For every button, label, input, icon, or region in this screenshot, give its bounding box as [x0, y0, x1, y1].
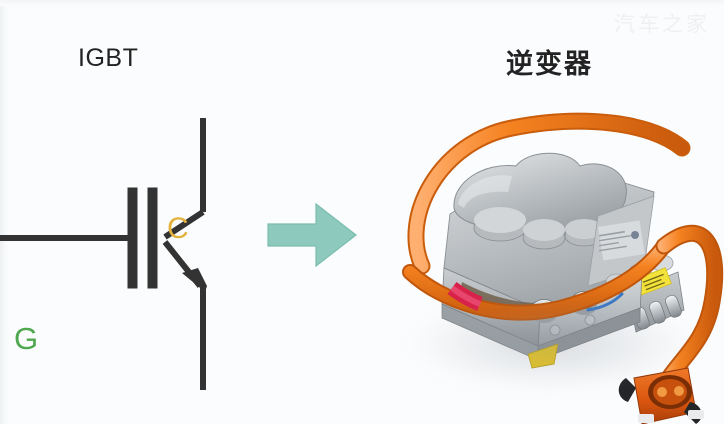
terminal-label-gate: G [14, 321, 39, 356]
right-arrow-svg [267, 202, 357, 268]
hv-connector-plug [618, 367, 704, 424]
right-arrow-icon [266, 202, 358, 268]
watermark: 汽车之家 [614, 12, 710, 36]
inverter-product-photo [392, 96, 724, 424]
aluminum-lobed-cover [453, 152, 627, 250]
igbt-symbol-svg [0, 118, 207, 390]
top-edge-vignette [0, 0, 724, 6]
signal-wire-blue [586, 292, 624, 312]
page-title-igbt: IGBT [78, 44, 139, 72]
spec-label [598, 220, 645, 261]
collector-diagonal [163, 209, 205, 240]
terminal-label-collector: C [167, 212, 189, 245]
yellow-drain-plug [527, 343, 559, 369]
igbt-transistor-symbol: C E G [0, 90, 300, 410]
hv-cable-left-highlight [409, 114, 689, 273]
inverter-illustration [402, 112, 724, 424]
gate-plate [127, 187, 138, 289]
page-title-inverter: 逆变器 [506, 49, 593, 80]
terminal-block-right [627, 267, 685, 333]
left-edge-vignette [0, 0, 10, 424]
hv-cable-front-highlight [404, 240, 670, 319]
hv-cable-right-highlight [653, 226, 722, 403]
product-shadow [412, 296, 692, 391]
base-plate [147, 187, 158, 289]
arrow-shape [267, 202, 357, 268]
